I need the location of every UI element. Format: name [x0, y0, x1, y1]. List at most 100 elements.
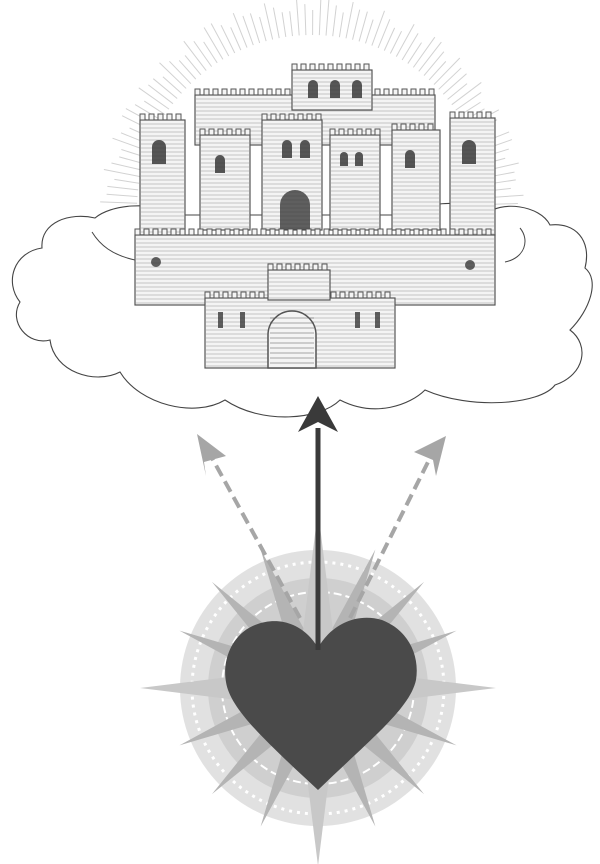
merlon	[297, 113, 304, 121]
window	[282, 140, 292, 158]
merlon	[356, 128, 363, 136]
merlon	[431, 228, 438, 236]
merlon	[269, 228, 276, 236]
sun-ray	[412, 36, 436, 68]
merlon	[188, 228, 195, 236]
window	[340, 152, 348, 166]
inner-tower-far-right-outline	[391, 129, 441, 231]
sun-ray	[345, 1, 354, 39]
merlon	[212, 88, 219, 96]
merlon	[199, 128, 206, 136]
merlon	[230, 88, 237, 96]
merlon	[204, 291, 211, 299]
merlon	[166, 113, 173, 121]
main-gate	[267, 310, 317, 369]
merlon	[309, 63, 316, 71]
sun-ray	[438, 67, 462, 90]
merlon	[341, 228, 348, 236]
merlon	[363, 63, 370, 71]
merlon	[312, 263, 319, 271]
window	[330, 80, 340, 98]
sun-ray	[259, 16, 267, 42]
merlon	[476, 228, 483, 236]
merlon	[179, 228, 186, 236]
merlon	[350, 228, 357, 236]
merlon	[401, 88, 408, 96]
sun-ray	[103, 169, 141, 178]
sun-ray	[401, 33, 419, 61]
merlon	[306, 113, 313, 121]
sun-ray	[249, 13, 261, 44]
merlon	[206, 228, 213, 236]
sun-ray	[114, 178, 140, 184]
window	[152, 140, 166, 164]
window	[352, 80, 362, 98]
sun-ray	[119, 156, 144, 165]
merlon	[249, 291, 256, 299]
merlon	[409, 123, 416, 131]
merlon	[305, 228, 312, 236]
merlon	[440, 228, 447, 236]
merlon	[288, 113, 295, 121]
gatehouse-top-outline	[267, 269, 331, 301]
merlon	[418, 123, 425, 131]
merlon	[386, 228, 393, 236]
sun-ray	[159, 62, 187, 89]
merlon	[267, 263, 274, 271]
merlon	[391, 123, 398, 131]
merlon	[197, 228, 204, 236]
sun-ray	[395, 23, 415, 57]
merlon	[270, 113, 277, 121]
merlon	[157, 113, 164, 121]
merlon	[458, 111, 465, 119]
merlon	[248, 88, 255, 96]
merlon	[235, 128, 242, 136]
merlon	[449, 111, 456, 119]
merlon	[217, 128, 224, 136]
merlon	[332, 228, 339, 236]
merlon	[422, 228, 429, 236]
sun-ray	[433, 57, 461, 85]
sun-ray	[162, 76, 182, 94]
sun-ray	[106, 193, 138, 198]
merlon	[410, 88, 417, 96]
merlon	[318, 63, 325, 71]
merlon	[244, 128, 251, 136]
cloud-detail-stroke	[91, 231, 136, 261]
gatehouse-top	[267, 269, 331, 301]
sun-ray	[138, 87, 170, 110]
merlon	[485, 111, 492, 119]
merlon	[345, 63, 352, 71]
merlon	[327, 63, 334, 71]
merlon	[276, 263, 283, 271]
merlon	[279, 113, 286, 121]
merlon	[194, 88, 201, 96]
merlon	[239, 88, 246, 96]
merlon	[266, 88, 273, 96]
sun-ray	[338, 12, 344, 38]
merlon	[359, 228, 366, 236]
merlon	[392, 88, 399, 96]
merlon	[383, 88, 390, 96]
sun-ray	[281, 12, 287, 38]
merlon	[357, 291, 364, 299]
sun-ray	[358, 11, 368, 42]
inner-tower-right-outline	[329, 134, 381, 231]
merlon	[215, 228, 222, 236]
merlon	[365, 128, 372, 136]
inner-tower-left-outline	[199, 134, 251, 231]
sun-ray	[220, 24, 236, 54]
merlon	[315, 113, 322, 121]
window	[308, 80, 318, 98]
merlon	[213, 291, 220, 299]
merlon	[284, 88, 291, 96]
right-tower	[449, 117, 496, 236]
arrow-up-left-icon	[197, 434, 302, 619]
merlon	[449, 228, 456, 236]
inner-tower-right	[329, 134, 381, 231]
sun-ray	[178, 60, 197, 80]
merlon	[221, 88, 228, 96]
merlon	[224, 228, 231, 236]
merlon	[161, 228, 168, 236]
merlon	[329, 128, 336, 136]
